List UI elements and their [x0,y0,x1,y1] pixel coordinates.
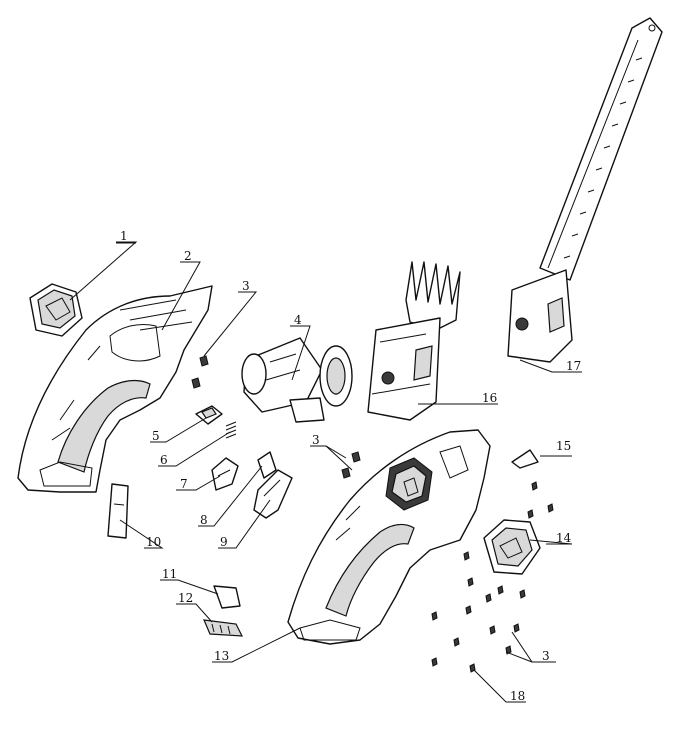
callout-3-lower: 3 [542,649,550,663]
callout-8: 8 [200,513,208,527]
callout-17: 17 [566,359,581,373]
part-4-motor [241,337,353,423]
callout-5: 5 [152,429,160,443]
callout-10: 10 [146,535,161,549]
callout-9: 9 [220,535,228,549]
callout-2: 2 [184,249,192,263]
part-3-screws-upper [191,355,209,389]
callout-6: 6 [160,453,168,467]
part-16-shear-blade [367,261,461,421]
leader-lines [69,241,582,703]
callout-labels: 1 2 3 4 5 6 7 8 9 10 11 12 13 14 15 16 1… [120,229,581,703]
callout-4: 4 [294,313,302,327]
part-2-left-housing [17,285,213,493]
part-11-clip [213,585,241,609]
callout-7: 7 [180,477,188,491]
part-17-hedge-blade [507,17,663,363]
part-15-wedge [511,449,539,469]
callout-14: 14 [556,531,572,545]
callout-18: 18 [510,689,525,703]
callout-3-upper: 3 [242,279,250,293]
callout-16: 16 [482,391,497,405]
part-9-trigger [253,469,293,519]
callout-1: 1 [120,229,128,243]
part-7-trigger-bracket [211,457,239,491]
part-8-lever [257,451,277,479]
part-6-spring [225,421,237,439]
part-3-screw-cluster [431,481,554,673]
part-1-hex-cap [29,283,83,337]
part-5-switch-block [195,405,223,425]
callout-3-mid: 3 [312,433,320,447]
callout-12: 12 [178,591,193,605]
callout-13: 13 [214,649,229,663]
part-14-hex-cover [483,519,541,575]
part-3-screws-mid [341,451,361,479]
callout-15: 15 [556,439,571,453]
part-12-contact-plate [203,619,244,637]
part-13-right-housing [287,429,491,645]
callout-11: 11 [162,567,177,581]
part-10-label-plate [107,483,129,539]
